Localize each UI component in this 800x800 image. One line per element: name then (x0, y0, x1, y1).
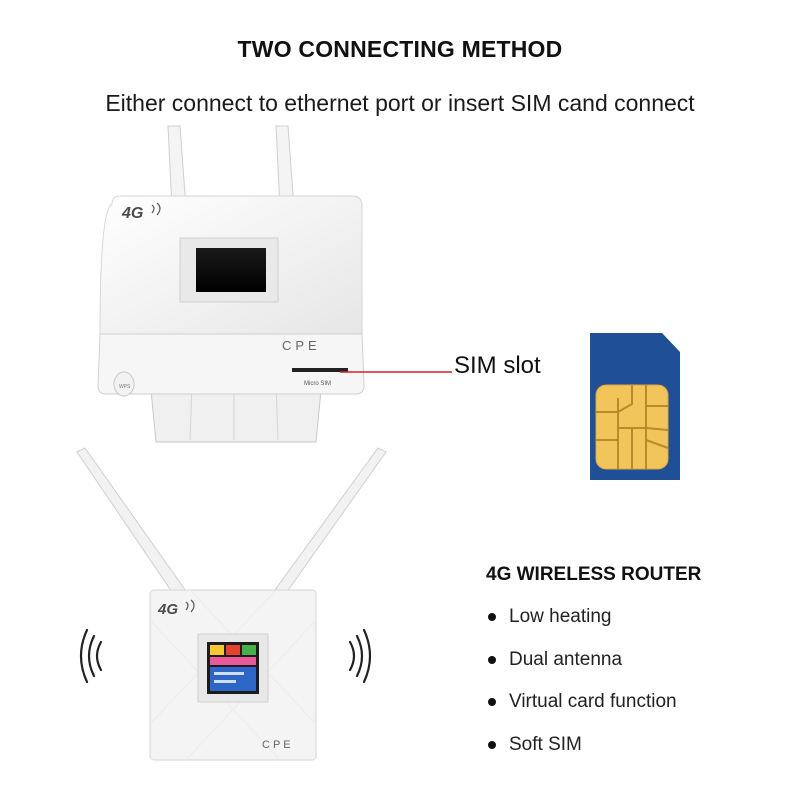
list-item: Soft SIM (488, 734, 677, 777)
bullet-icon (488, 740, 496, 749)
feature-label: Low heating (509, 606, 612, 627)
router-front-edge (97, 333, 365, 395)
sim-slot-opening (292, 368, 348, 372)
list-item: Low heating (488, 606, 677, 649)
top-router (97, 125, 365, 443)
list-item: Dual antenna (488, 649, 677, 692)
wps-button (113, 371, 135, 397)
wps-label: WPS (119, 384, 131, 390)
features-list: Low heating Dual antenna Virtual card fu… (488, 606, 677, 776)
feature-label: Soft SIM (509, 733, 582, 755)
wifi-signal-icon (348, 628, 372, 684)
lcd-screen (196, 248, 266, 292)
wifi-signal-icon (79, 628, 103, 684)
antenna-right-bottom (271, 447, 387, 597)
list-item: Virtual card function (488, 691, 677, 734)
feature-label: Dual antenna (509, 648, 623, 670)
bottom-router (76, 447, 387, 761)
top-router-logo: 4G (121, 205, 143, 222)
bullet-icon (488, 613, 496, 621)
bottom-router-model: CPE (262, 739, 294, 751)
features-title: 4G WIRELESS ROUTER (486, 564, 702, 585)
sim-slot-label-callout: SIM slot (454, 352, 541, 379)
page-title: TWO CONNECTING METHOD (237, 36, 563, 62)
top-router-model: CPE (282, 338, 321, 353)
bottom-router-logo: 4G (157, 601, 178, 618)
bullet-icon (488, 698, 496, 706)
page-subtitle: Either connect to ethernet port or inser… (105, 90, 695, 116)
sim-card-icon (590, 333, 680, 480)
bullet-icon (488, 655, 496, 664)
antenna-left-bottom (76, 447, 189, 599)
sim-slot-label: Micro SIM (304, 381, 331, 387)
feature-label: Virtual card function (509, 691, 677, 712)
